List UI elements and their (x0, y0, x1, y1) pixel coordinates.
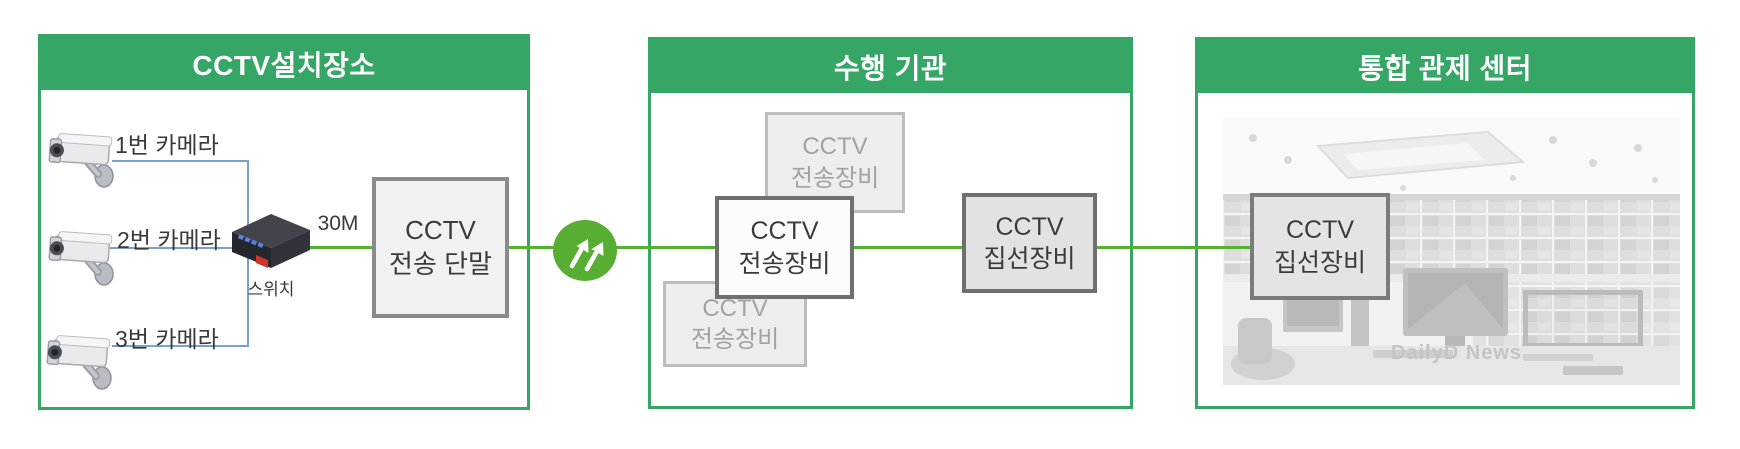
camera-2-label: 2번 카메라 (117, 227, 221, 253)
cctv-camera-2-icon (46, 228, 128, 292)
section-title-control-center: 통합 관제 센터 (1198, 40, 1692, 93)
box-line1: CCTV (995, 212, 1064, 241)
box-line1: CCTV (702, 294, 768, 322)
agency-to-center-link (1095, 246, 1253, 249)
section-title-install-site: CCTV설치장소 (41, 37, 527, 90)
section-title-operating-agency: 수행 기관 (651, 40, 1130, 93)
box-line2: 전송장비 (790, 164, 880, 192)
section-control-center: 통합 관제 센터 (1195, 37, 1695, 409)
camera1-cable (112, 160, 249, 162)
box-line1: CCTV (1285, 216, 1355, 244)
transmission-arrows-icon (552, 219, 618, 282)
cctv-camera-3-icon (44, 332, 126, 396)
section-cctv-install-site: CCTV설치장소 (38, 34, 530, 410)
camera2-cable (108, 247, 233, 249)
box-line2: 집선장비 (983, 245, 1076, 273)
camera-1-label: 1번 카메라 (115, 132, 219, 158)
box-line1: CCTV (802, 133, 868, 161)
box-line2: 집선장비 (1273, 248, 1366, 277)
box-line2: 전송장비 (690, 326, 780, 353)
cctv-terminal-box: CCTV 전송 단말 (372, 177, 509, 318)
transport-equipment-back-bottom-box: CCTV 전송장비 (663, 281, 807, 367)
box-line2: 전송장비 (738, 249, 831, 278)
network-switch-icon (230, 211, 312, 273)
cctv-camera-1-icon (46, 130, 128, 194)
bandwidth-label: 30M (317, 212, 359, 235)
transport-equipment-front-box: CCTV 전송장비 (715, 196, 854, 299)
aggregation-equipment-center-box: CCTV 집선장비 (1250, 193, 1390, 300)
cctv-terminal-line2: 전송 단말 (389, 248, 492, 279)
aggregation-equipment-agency-box: CCTV 집선장비 (962, 193, 1097, 293)
transport-to-aggregation-link (852, 246, 964, 249)
photo-watermark: DailyD News (1391, 342, 1523, 364)
switch-to-terminal-link (306, 246, 372, 249)
switch-label: 스위치 (247, 280, 295, 299)
box-line1: CCTV (750, 217, 819, 245)
camera3-cable (112, 345, 249, 347)
camera-3-label: 3번 카메라 (115, 326, 219, 352)
section-operating-agency: 수행 기관 (648, 37, 1133, 409)
cctv-terminal-line1: CCTV (405, 214, 476, 245)
